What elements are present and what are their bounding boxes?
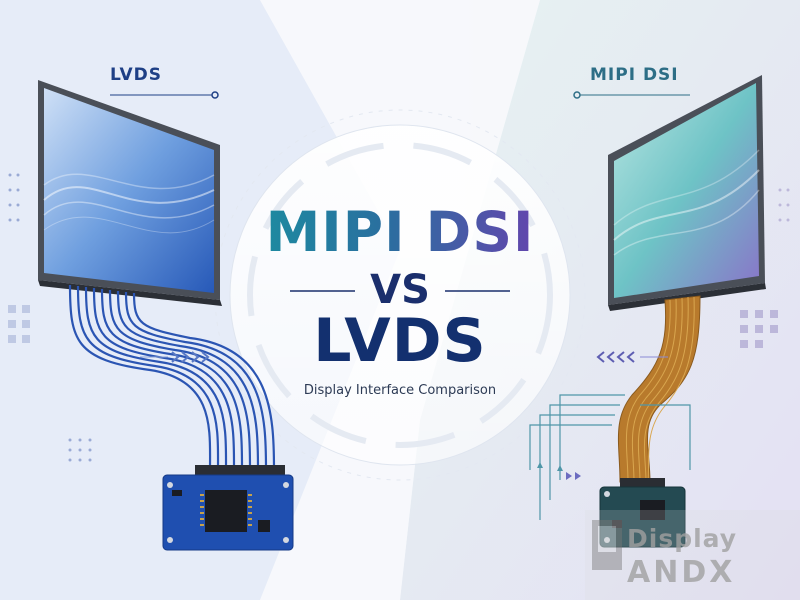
subtitle-caption: Display Interface Comparison xyxy=(303,383,497,398)
chevron-right-icon xyxy=(171,351,210,363)
chevron-left-icon xyxy=(596,351,635,363)
dot-grid-left xyxy=(8,173,20,222)
title-lvds: LVDS xyxy=(313,306,487,376)
watermark-logo xyxy=(585,510,800,600)
lvds-pcb xyxy=(162,465,294,551)
watermark-text-bottom: ANDX xyxy=(627,555,736,590)
dot-grid-right xyxy=(740,188,790,348)
center-circle xyxy=(229,124,571,466)
watermark-text-top: Display xyxy=(627,524,738,553)
mipi-panel-label: MIPI DSI xyxy=(590,65,679,85)
title-mipi-dsi: MIPI DSI xyxy=(240,202,560,262)
title-vs: VS xyxy=(370,267,430,313)
lvds-panel-label: LVDS xyxy=(110,65,163,85)
lvds-display xyxy=(38,80,222,306)
signal-lines xyxy=(529,394,691,520)
